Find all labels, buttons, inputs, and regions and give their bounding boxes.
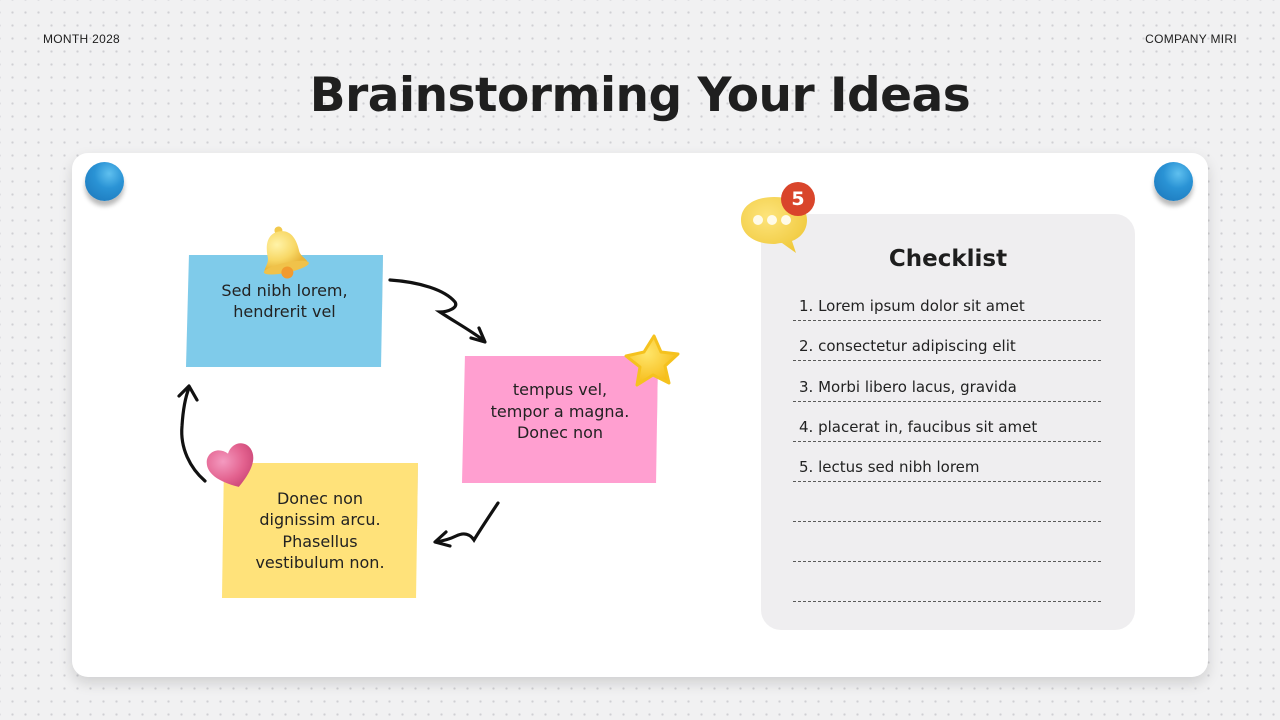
checklist-item[interactable]: 2. consectetur adipiscing elit <box>793 321 1101 361</box>
checklist-item-text: 1. Lorem ipsum dolor sit amet <box>799 297 1025 315</box>
arrow-yellow-to-blue <box>177 384 207 483</box>
sticky-note-pink[interactable]: tempus vel, tempor a magna. Donec non <box>462 356 658 483</box>
checklist-item[interactable]: 1. Lorem ipsum dolor sit amet <box>793 281 1101 321</box>
bell-icon <box>263 226 309 279</box>
checklist-item-text: 5. lectus sed nibh lorem <box>799 458 980 476</box>
checklist-panel <box>761 214 1135 630</box>
checklist-item-text: 3. Morbi libero lacus, gravida <box>799 378 1017 396</box>
sticky-note-yellow[interactable]: Donec non dignissim arcu. Phasellus vest… <box>222 463 418 598</box>
date-label: MONTH 2028 <box>43 32 121 46</box>
pushpin-icon <box>1154 162 1193 201</box>
checklist-item[interactable]: 5. lectus sed nibh lorem <box>793 442 1101 482</box>
sticky-note-text: Donec non dignissim arcu. Phasellus vest… <box>255 488 385 573</box>
checklist-item-empty[interactable] <box>793 482 1101 522</box>
heart-icon <box>206 443 254 487</box>
checklist-item[interactable]: 3. Morbi libero lacus, gravida <box>793 362 1101 402</box>
arrow-blue-to-pink <box>388 278 487 344</box>
star-icon <box>624 334 680 387</box>
checklist-item-text: 4. placerat in, faucibus sit amet <box>799 418 1038 436</box>
page-title: Brainstorming Your Ideas <box>309 68 971 123</box>
sticky-note-text: Sed nibh lorem, hendrerit vel <box>221 280 348 322</box>
checklist-item-text: 2. consectetur adipiscing elit <box>799 337 1016 355</box>
checklist-title: Checklist <box>888 246 1008 272</box>
company-label: COMPANY MIRI <box>1145 32 1237 46</box>
checklist-item-empty[interactable] <box>793 522 1101 562</box>
arrow-pink-to-yellow <box>433 501 500 548</box>
pushpin-icon <box>85 162 124 201</box>
checklist-item[interactable]: 4. placerat in, faucibus sit amet <box>793 402 1101 442</box>
checklist-item-empty[interactable] <box>793 562 1101 602</box>
sticky-note-text: tempus vel, tempor a magna. Donec non <box>490 380 630 443</box>
notification-badge: 5 <box>781 182 815 216</box>
